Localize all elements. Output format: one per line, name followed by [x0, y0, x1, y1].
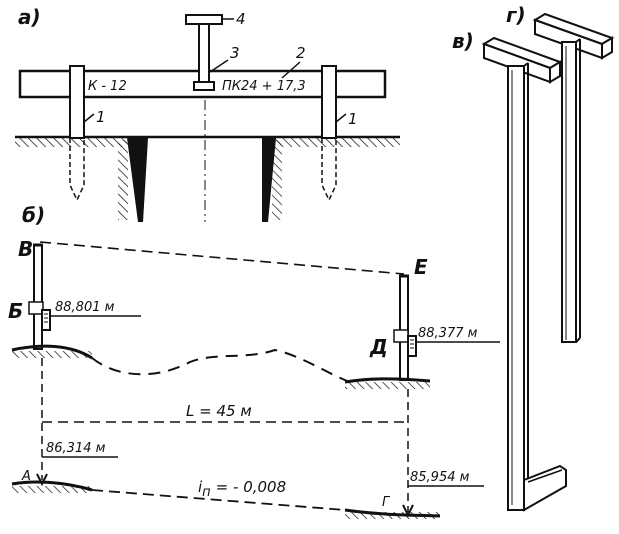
panel-b: б) В Б 88,801 м Е Д 88,37	[8, 203, 500, 519]
point-g-label: Г	[382, 495, 391, 510]
ground-upper	[11, 344, 431, 389]
point-b-label: Б	[8, 299, 23, 323]
panel-a-label: а)	[18, 5, 41, 29]
elevation-g: 85,954 м	[410, 470, 470, 485]
panel-v-label: в)	[452, 29, 474, 53]
slope-label: iп= - 0,008	[198, 478, 286, 500]
point-d-label: Д	[369, 335, 388, 359]
callout-4: 4	[236, 10, 246, 28]
board-text-right: ПК24 + 17,3	[222, 79, 306, 94]
point-a-label: А	[21, 469, 31, 484]
callout-2: 2	[296, 44, 306, 62]
panel-g: г)	[506, 3, 615, 343]
post-left	[69, 65, 85, 202]
elevation-a: 86,314 м	[46, 441, 106, 456]
trench	[118, 100, 282, 222]
point-e-label: Е	[414, 255, 428, 279]
elevation-b: 88,801 м	[55, 300, 115, 315]
rod-right	[393, 274, 417, 381]
distance-label: L = 45 м	[186, 402, 252, 420]
point-v-label: В	[18, 237, 33, 261]
callout-3: 3	[230, 44, 240, 62]
panel-g-label: г)	[506, 3, 526, 27]
sight-line	[39, 241, 405, 275]
panel-v: в)	[452, 29, 567, 512]
callouts-a: 4 3 2 1 1	[83, 10, 358, 128]
callout-1-right: 1	[348, 110, 358, 128]
board-text-left: К - 12	[88, 79, 127, 94]
rod-left	[28, 243, 51, 350]
panel-b-label: б)	[22, 203, 45, 227]
post-right	[321, 65, 337, 202]
ground-lower	[11, 480, 441, 519]
panel-a: а) К - 12 ПК24 + 17,3	[15, 5, 400, 222]
elevation-d: 88,377 м	[418, 326, 478, 341]
sight-rod	[185, 14, 223, 91]
callout-1-left: 1	[96, 108, 106, 126]
marker-a-icon	[36, 473, 48, 487]
